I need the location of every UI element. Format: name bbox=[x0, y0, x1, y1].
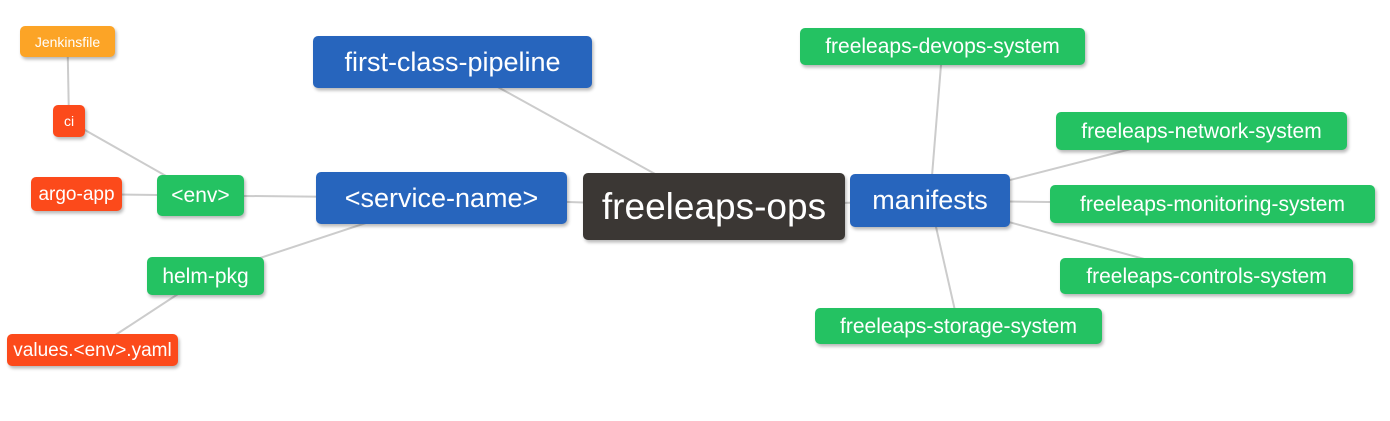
node-freeleaps-storage-system[interactable]: freeleaps-storage-system bbox=[815, 308, 1102, 344]
node-manifests[interactable]: manifests bbox=[850, 174, 1010, 227]
node-first-class-pipeline[interactable]: first-class-pipeline bbox=[313, 36, 592, 88]
node-freeleaps-storage-system-label: freeleaps-storage-system bbox=[840, 314, 1077, 338]
node-first-class-pipeline-label: first-class-pipeline bbox=[344, 46, 561, 77]
node-freeleaps-ops[interactable]: freeleaps-ops bbox=[583, 173, 845, 240]
node-jenkinsfile[interactable]: Jenkinsfile bbox=[20, 26, 115, 57]
node-jenkinsfile-label: Jenkinsfile bbox=[34, 33, 101, 50]
node-freeleaps-ops-label: freeleaps-ops bbox=[601, 186, 827, 227]
node-env-label: <env> bbox=[171, 184, 230, 207]
node-freeleaps-network-system-label: freeleaps-network-system bbox=[1081, 119, 1322, 143]
node-argo-app[interactable]: argo-app bbox=[31, 177, 122, 211]
node-argo-app-label: argo-app bbox=[38, 183, 115, 205]
node-freeleaps-controls-system[interactable]: freeleaps-controls-system bbox=[1060, 258, 1353, 294]
node-service-name-label: <service-name> bbox=[344, 182, 539, 213]
node-freeleaps-devops-system[interactable]: freeleaps-devops-system bbox=[800, 28, 1085, 65]
node-values-env-yaml-label: values.<env>.yaml bbox=[13, 339, 172, 361]
node-helm-pkg-label: helm-pkg bbox=[162, 264, 249, 288]
node-freeleaps-devops-system-label: freeleaps-devops-system bbox=[825, 35, 1060, 58]
node-freeleaps-monitoring-system-label: freeleaps-monitoring-system bbox=[1080, 192, 1345, 216]
node-freeleaps-monitoring-system[interactable]: freeleaps-monitoring-system bbox=[1050, 185, 1375, 223]
node-ci[interactable]: ci bbox=[53, 105, 85, 137]
node-freeleaps-network-system[interactable]: freeleaps-network-system bbox=[1056, 112, 1347, 150]
node-helm-pkg[interactable]: helm-pkg bbox=[147, 257, 264, 295]
node-values-env-yaml[interactable]: values.<env>.yaml bbox=[7, 334, 178, 366]
node-service-name[interactable]: <service-name> bbox=[316, 172, 567, 224]
node-freeleaps-controls-system-label: freeleaps-controls-system bbox=[1086, 264, 1327, 288]
node-ci-label: ci bbox=[63, 113, 75, 129]
node-manifests-label: manifests bbox=[872, 185, 988, 215]
node-env[interactable]: <env> bbox=[157, 175, 244, 216]
